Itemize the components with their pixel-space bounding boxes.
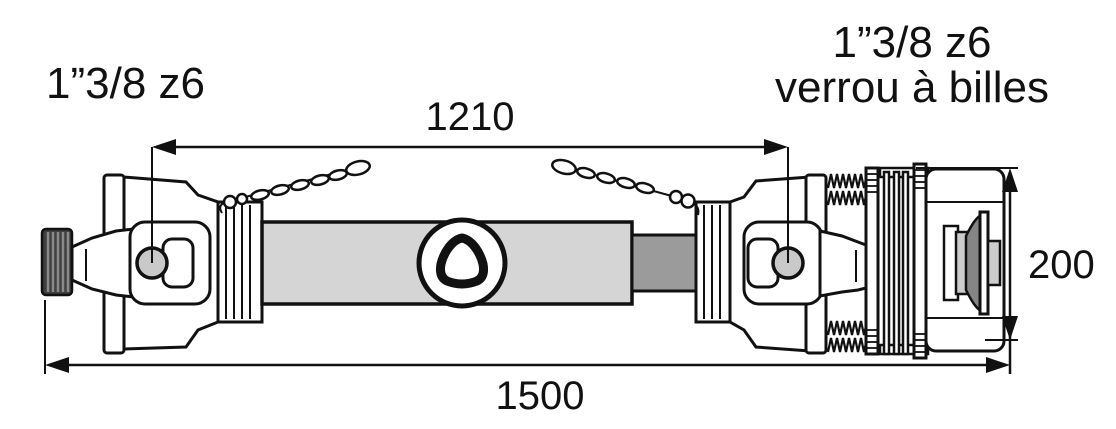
arrowhead-left-icon — [152, 139, 176, 155]
clutch-plate-ribs — [915, 169, 925, 353]
left-guard-chain — [219, 159, 371, 214]
chain-link — [309, 173, 331, 187]
dimension-1500: 1500 — [44, 300, 1010, 418]
dimension-1210-value: 1210 — [426, 95, 515, 139]
chain-link — [235, 192, 249, 206]
chain-link — [615, 176, 637, 190]
arrowhead-left-icon — [45, 357, 69, 373]
left-universal-joint — [40, 220, 212, 306]
chain-link — [327, 168, 349, 182]
left-yoke-neck — [70, 227, 136, 299]
left-end-label: 1”3/8 z6 — [46, 59, 205, 108]
friction-disc — [882, 170, 891, 356]
right-guard-chain — [551, 158, 700, 216]
ball-lock-clutch-assembly — [826, 162, 1006, 360]
chain-link — [595, 171, 617, 185]
friction-disc — [892, 170, 901, 356]
right-end-label-line2: verrou à billes — [775, 63, 1049, 112]
spring-coil — [826, 173, 872, 189]
right-universal-joint — [742, 220, 868, 306]
right-yoke-neck — [818, 229, 868, 298]
chain-link — [289, 178, 311, 192]
spline-grooves — [46, 232, 70, 292]
chain-ring — [345, 159, 371, 177]
tube-profile-symbol-icon — [416, 217, 508, 309]
arrowhead-right-icon — [986, 357, 1010, 373]
chain-link — [249, 188, 271, 202]
chain-link — [680, 193, 696, 209]
left-guard-collar — [216, 200, 264, 324]
clutch-springs — [826, 173, 872, 353]
arrowhead-right-icon — [764, 139, 788, 155]
dimension-1500-value: 1500 — [496, 374, 585, 418]
inner-guard-tube — [630, 233, 698, 293]
chain-link — [222, 194, 238, 210]
chain-link — [668, 189, 684, 205]
chain-link — [634, 181, 656, 195]
profile-circle — [416, 217, 508, 309]
friction-disc — [901, 170, 910, 356]
dimension-1210: 1210 — [151, 95, 789, 263]
right-end-label-line1: 1”3/8 z6 — [833, 18, 992, 67]
arrowhead-up-icon — [1002, 168, 1018, 192]
dimension-200-value: 200 — [1028, 243, 1095, 287]
chain-link — [269, 183, 291, 197]
clutch-plate — [864, 166, 880, 356]
arrowhead-down-icon — [1002, 316, 1018, 340]
chain-ring — [551, 158, 577, 176]
shaft-stub — [986, 239, 1002, 287]
chain-link — [575, 166, 597, 180]
triangular-profile — [435, 233, 489, 289]
dimension-200: 200 — [916, 167, 1095, 374]
spring-coil — [826, 320, 872, 336]
clutch-plate-ribs — [867, 173, 877, 349]
spring-coil — [826, 337, 872, 353]
spring-coil — [826, 190, 872, 206]
clutch-plate — [912, 162, 928, 360]
